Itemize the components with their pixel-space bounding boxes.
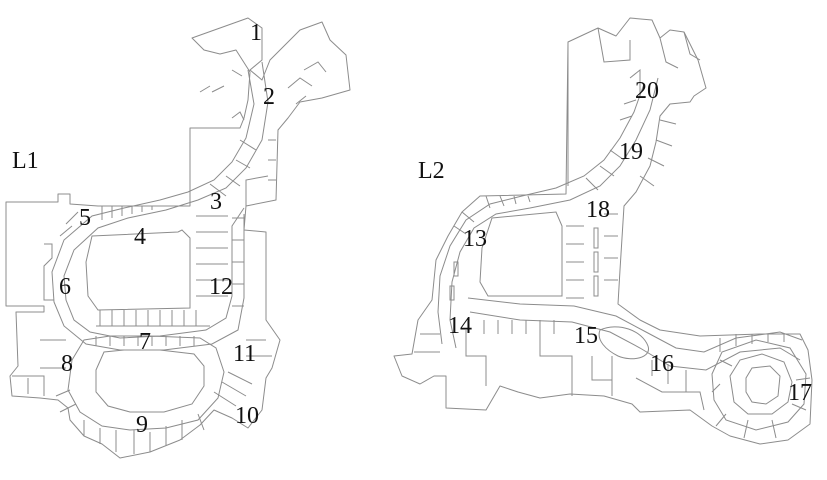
- zone-label-14: 14: [448, 313, 472, 339]
- zone-label-4: 4: [134, 224, 146, 250]
- floor-l1-plan: L1 1 2 3 4 5 6 7 8 9 10 11 12: [5, 17, 351, 459]
- floor-l1-corridor-outer: [63, 61, 269, 339]
- floor-l1-outline: [5, 17, 351, 459]
- floor-l2-oval-core: [745, 365, 781, 405]
- zone-label-8: 8: [61, 351, 73, 377]
- zone-label-17: 17: [788, 380, 812, 406]
- zone-label-7: 7: [139, 329, 151, 355]
- floor-l2-corridor-inner: [437, 83, 645, 345]
- floor-label-l1: L1: [12, 148, 39, 174]
- floor-l1-central-block: [85, 229, 191, 311]
- zone-label-9: 9: [136, 412, 148, 438]
- zone-label-1: 1: [250, 20, 262, 46]
- zone-label-13: 13: [463, 226, 487, 252]
- zone-label-10: 10: [235, 403, 259, 429]
- floor-l2-void: [598, 326, 649, 360]
- zone-label-20: 20: [635, 78, 659, 104]
- floor-l2-lower-corridor-outer: [469, 311, 801, 371]
- zone-label-16: 16: [650, 351, 674, 377]
- floor-l2-plan: L2 13 14 15 16 17 18 19 20: [393, 17, 813, 445]
- zone-label-12: 12: [209, 274, 233, 300]
- floor-l1-shop-partitions: [12, 61, 327, 454]
- floor-l2-shop-partitions: [414, 27, 811, 439]
- zone-label-15: 15: [574, 323, 598, 349]
- floor-label-l2: L2: [418, 158, 445, 184]
- zone-label-2: 2: [263, 84, 275, 110]
- zone-label-3: 3: [210, 189, 222, 215]
- floor-l2-central-block: [479, 211, 563, 297]
- floor-l2-slots: [449, 227, 599, 301]
- zone-label-18: 18: [586, 197, 610, 223]
- floor-l2-oval-ring-inner: [729, 353, 793, 415]
- floor-l1-lower-loop-outer: [67, 335, 225, 431]
- zone-label-11: 11: [233, 341, 256, 367]
- floor-l1-lower-loop-inner: [95, 349, 205, 413]
- zone-label-19: 19: [619, 139, 643, 165]
- floor-l2-lower-corridor-inner: [467, 297, 803, 353]
- floor-l2-outline: [393, 17, 813, 445]
- floor-l1-corridor-inner: [51, 69, 255, 351]
- floor-l2-oval-ring-outer: [711, 339, 807, 431]
- zone-label-6: 6: [59, 274, 71, 300]
- floor-l2-corridor-outer: [449, 77, 659, 349]
- zone-label-5: 5: [79, 205, 91, 231]
